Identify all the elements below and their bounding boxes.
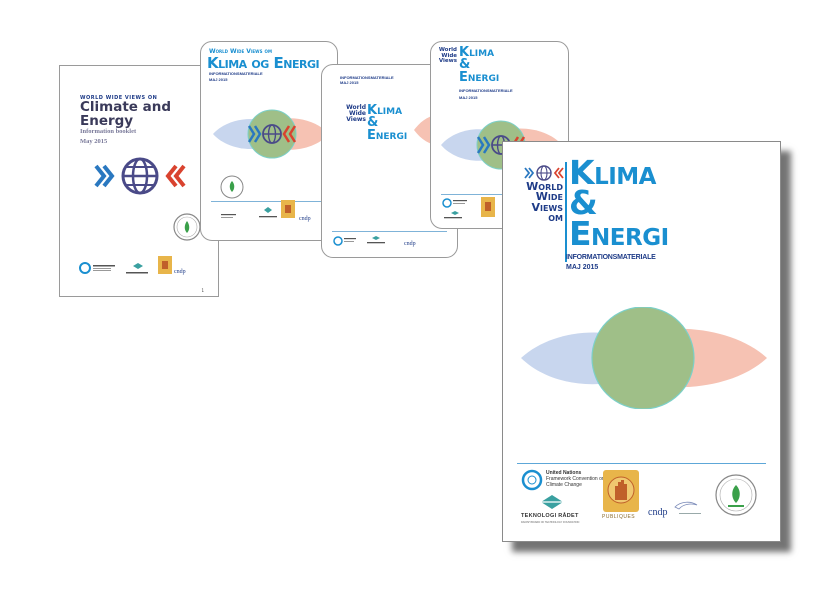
booklet-subtitle: Informationsmateriale — [459, 88, 513, 93]
eye-graphic — [213, 109, 329, 159]
cop21-seal-icon — [715, 474, 757, 516]
cndp-logo: cndp — [648, 507, 668, 518]
booklet-date: Maj 2015 — [209, 77, 228, 82]
cndp-swirl-icon — [674, 501, 701, 514]
title-word: Energi — [569, 213, 669, 253]
missions-publiques-name: PUBLIQUES — [602, 514, 636, 520]
booklet-subtitle: Informationsmateriale — [566, 254, 656, 261]
booklet-main: World Wide Views om Klima & Energi Infor… — [502, 141, 781, 542]
kicker-word: World — [346, 104, 366, 111]
title-divider — [565, 162, 567, 262]
kicker-word: Views — [531, 200, 563, 214]
title-word: Energi — [367, 127, 408, 143]
kicker-word: Wide — [441, 52, 457, 59]
booklet-kicker: World Wide Views — [433, 47, 457, 65]
kicker-word: om — [548, 211, 563, 225]
svg-text:cndp: cndp — [299, 216, 311, 222]
booklet-kicker: World Wide Views om — [509, 180, 563, 225]
title-word: Klima — [569, 153, 656, 192]
teknologiradet-name: TEKNOLOGI RÅDET — [521, 513, 579, 519]
booklet-title: Klima & Energi — [367, 103, 408, 143]
booklet-title: Klima & Energi — [459, 45, 500, 85]
unfccc-text: United Nations Framework Convention on C… — [546, 470, 605, 488]
title-amp: & — [367, 115, 379, 131]
booklet-kicker: World Wide Views — [344, 105, 366, 123]
kicker-word: Wide — [535, 190, 563, 204]
unfccc-line: Climate Change — [546, 482, 582, 488]
booklet-title: Klima & Energi — [569, 153, 669, 253]
partner-logos: cndp — [333, 236, 416, 247]
cop21-seal-icon — [220, 175, 244, 199]
partner-logos: cndp — [79, 256, 186, 275]
page-number: 1 — [201, 288, 204, 293]
title-word: Klima — [367, 103, 403, 118]
teknologiradet-logo — [541, 495, 563, 509]
kicker-word: Views — [346, 116, 366, 123]
booklet-danish-a: World Wide Views om Klima og Energi Info… — [200, 41, 338, 241]
title-amp: & — [569, 183, 598, 223]
booklet-subtitle: Informationsmateriale — [209, 71, 263, 76]
booklet-english: WORLD WIDE VIEWS ON Climate and Energy I… — [59, 65, 219, 297]
teknologiradet-sub: DANISH BOARD OF TECHNOLOGY FOUNDATION — [521, 521, 580, 524]
cop21-seal-icon — [173, 213, 201, 241]
booklet-date: Maj 2015 — [459, 95, 478, 100]
globe-arrows-icon — [524, 165, 564, 181]
svg-text:cndp: cndp — [404, 241, 416, 247]
unfccc-logo — [521, 469, 543, 491]
booklet-date: Maj 2015 — [340, 80, 359, 85]
title-word: Energi — [459, 69, 500, 85]
booklet-subtitle: Information booklet — [80, 128, 137, 135]
eye-graphic — [521, 307, 767, 409]
booklet-title: Klima og Energi — [207, 54, 320, 72]
kicker-word: World — [438, 47, 457, 53]
missions-publiques-logo — [603, 470, 639, 512]
svg-text:cndp: cndp — [174, 269, 186, 275]
booklet-title: Climate and Energy — [80, 99, 172, 129]
partner-logos: cndp — [221, 200, 311, 222]
booklet-subtitle: Informationsmateriale — [340, 75, 394, 80]
unfccc-line: United Nations — [546, 470, 582, 476]
booklet-date: May 2015 — [80, 138, 108, 145]
kicker-word: World — [526, 180, 563, 193]
globe-arrows-icon — [94, 157, 186, 195]
title-amp: & — [459, 57, 471, 73]
title-word: Klima — [459, 45, 495, 60]
booklet-kicker: WORLD WIDE VIEWS ON — [80, 95, 158, 101]
unfccc-line: Framework Convention on — [546, 476, 605, 482]
kicker-word: Wide — [348, 110, 366, 117]
booklet-kicker: World Wide Views om — [209, 48, 272, 55]
booklet-date: Maj 2015 — [566, 264, 599, 271]
kicker-word: Views — [438, 58, 457, 64]
